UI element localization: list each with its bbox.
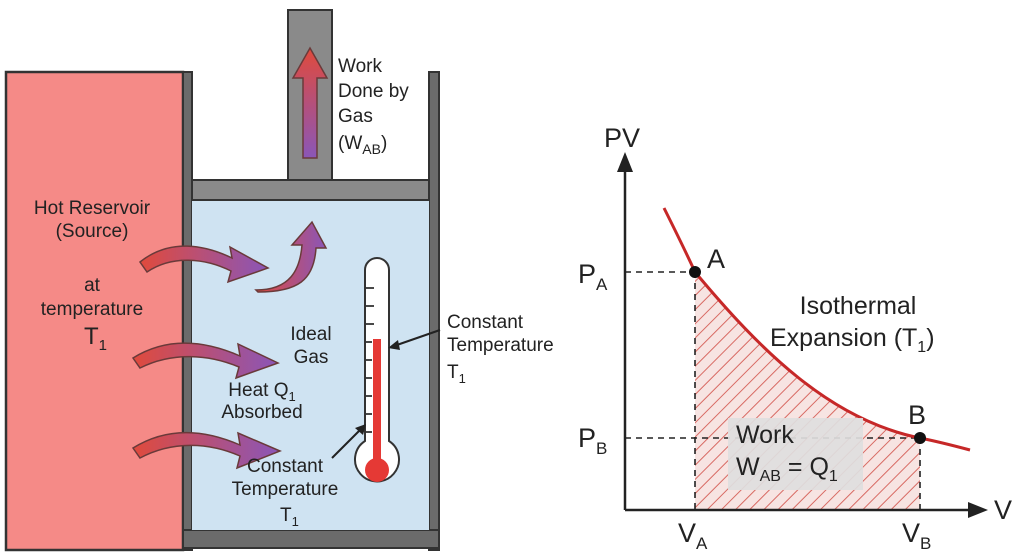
point-b-marker	[914, 432, 926, 444]
heat-flow-arrow-bottom	[131, 431, 282, 470]
cylinder-bottom-wall	[182, 529, 440, 549]
y-axis-label: PV	[604, 123, 640, 153]
vb-label: VB	[902, 518, 931, 553]
work-box-line2: WAB = Q1	[736, 453, 838, 485]
thermometer-pointer-right	[388, 329, 441, 350]
reservoir-title-line2: (Source)	[56, 221, 129, 242]
pb-label: PB	[578, 423, 607, 458]
reservoir-title-line1: Hot Reservoir	[34, 198, 151, 219]
isotherm-curve	[662, 207, 971, 452]
ideal-gas-line2: Gas	[294, 347, 329, 368]
piston-head	[191, 179, 430, 201]
work-label-line1: Work	[338, 56, 382, 77]
reservoir-temp-line1: at	[84, 275, 101, 296]
hot-reservoir: Hot Reservoir (Source) at temperature T1	[4, 70, 185, 552]
work-label-line4: (WAB)	[338, 133, 387, 157]
thermometer-right-line2: Temperature	[447, 335, 554, 356]
y-axis-arrowhead	[617, 152, 633, 172]
pv-graph: PV V PA PB VA VB A B Isothermal Expansio…	[578, 123, 1012, 553]
va-label: VA	[678, 518, 708, 553]
work-label-box	[728, 418, 863, 490]
point-a-marker	[689, 266, 701, 278]
work-label-line2: Done by	[338, 81, 409, 102]
heat-flow-arrow-middle	[131, 342, 280, 380]
thermometer-right-symbol: T1	[447, 362, 466, 386]
reservoir-temp-line2: temperature	[41, 299, 143, 320]
thermometer-liquid	[373, 339, 381, 459]
cylinder-left-wall	[182, 71, 193, 551]
thermometer-bottom-symbol: T1	[280, 505, 299, 529]
x-axis-label: V	[994, 495, 1012, 525]
point-b-label: B	[908, 400, 926, 430]
hot-reservoir-block	[4, 70, 185, 552]
heat-flow-arrow-top	[138, 245, 270, 284]
gas-expansion-arrow	[254, 220, 328, 293]
work-label-line3: Gas	[338, 106, 373, 127]
ideal-gas-line1: Ideal	[290, 324, 331, 345]
heat-absorbed-line1: Heat Q1	[228, 380, 295, 404]
pa-label: PA	[578, 259, 608, 294]
curve-label-line1: Isothermal	[800, 292, 917, 320]
cylinder-right-wall	[428, 71, 440, 551]
reservoir-temp-symbol: T1	[84, 323, 107, 354]
thermometer-bottom-line2: Temperature	[232, 479, 339, 500]
thermometer-pointer-bottom	[331, 424, 366, 459]
x-axis-arrowhead	[968, 502, 988, 518]
curve-label-line2: Expansion (T1)	[770, 324, 935, 356]
thermometer-right-line1: Constant	[447, 312, 524, 333]
thermometer-bottom-line1: Constant	[247, 456, 324, 477]
point-a-label: A	[707, 244, 725, 274]
piston-cylinder: Work Done by Gas (WAB) Ideal Gas Heat Q1…	[131, 9, 554, 551]
work-up-arrow	[291, 46, 329, 159]
thermometer-bulb	[365, 458, 389, 482]
heat-absorbed-line2: Absorbed	[221, 402, 302, 423]
work-box-line1: Work	[736, 421, 794, 449]
thermometer	[354, 257, 400, 483]
